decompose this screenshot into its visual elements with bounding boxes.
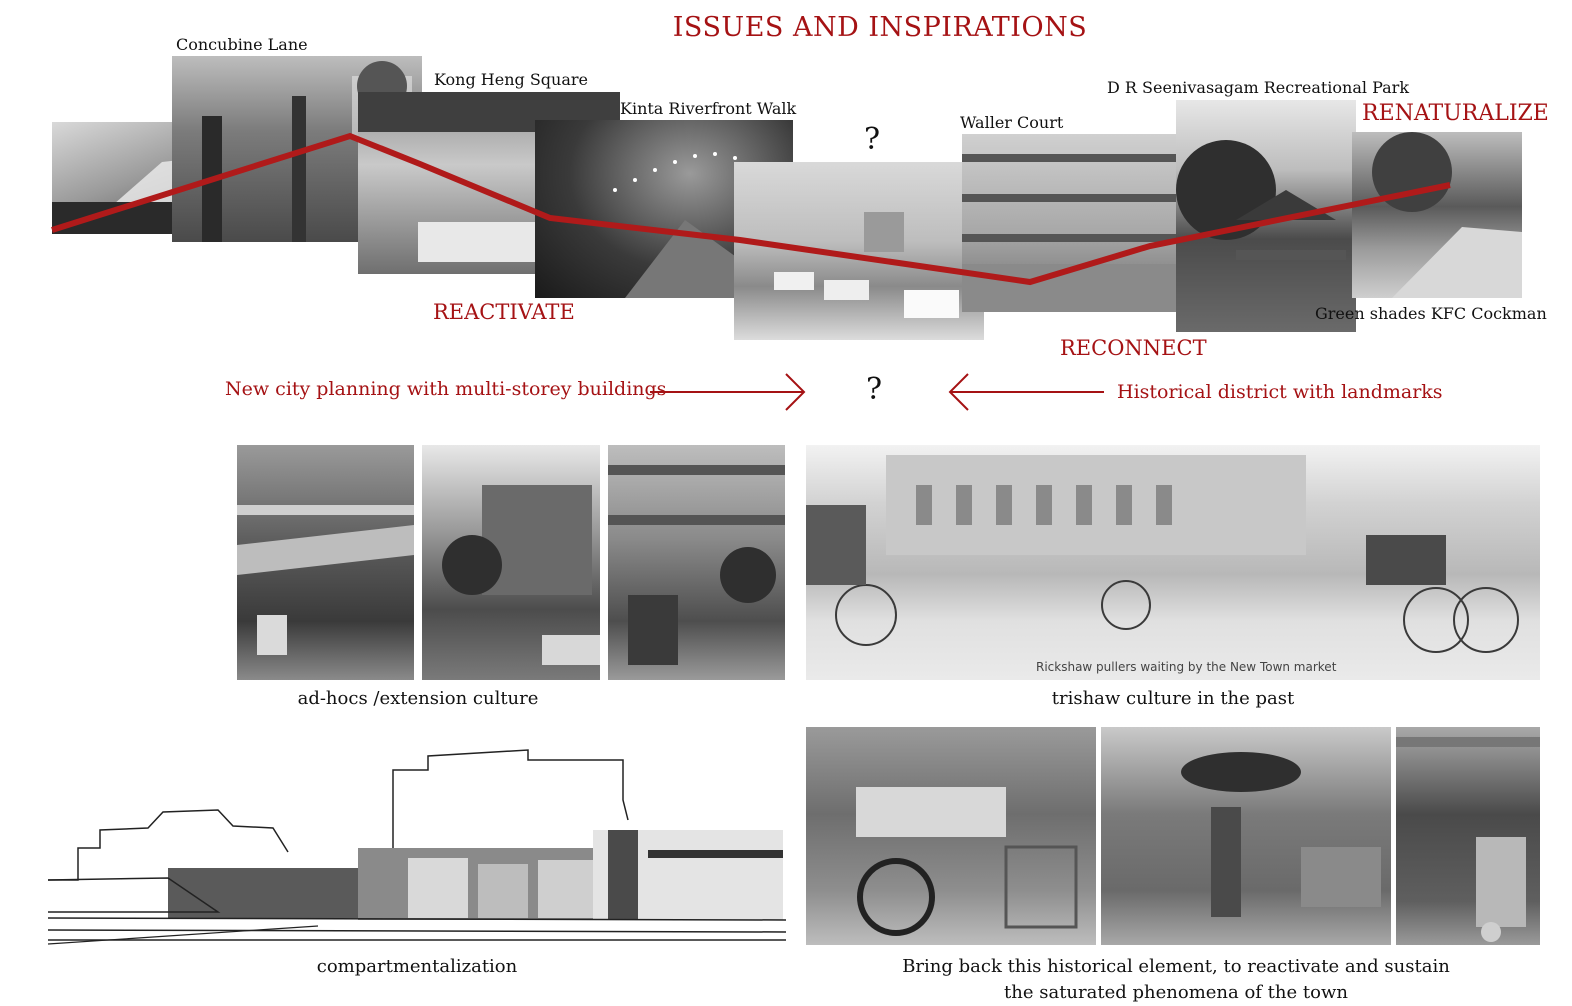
label-kinta-riverfront: Kinta Riverfront Walk: [620, 99, 797, 118]
photo-adhoc-1: [237, 445, 414, 680]
route-line: [51, 132, 1451, 286]
photo-waller-court: [962, 134, 1180, 312]
photo-adhoc-2: [422, 445, 600, 680]
label-waller-court: Waller Court: [960, 113, 1064, 132]
photo-parking: [734, 162, 984, 340]
caption-adhocs: ad-hocs /extension culture: [297, 688, 539, 709]
label-kong-heng-square: Kong Heng Square: [434, 70, 589, 89]
rickshaw-photo-caption: Rickshaw pullers waiting by the New Town…: [1036, 660, 1337, 674]
photo-trishaw: Rickshaw pullers waiting by the New Town…: [806, 445, 1540, 680]
page-title: ISSUES AND INSPIRATIONS: [672, 12, 1088, 43]
new-city-text: New city planning with multi-storey buil…: [225, 378, 667, 400]
photo-hawker: [1101, 727, 1391, 945]
caption-bring-back: Bring back this historical element, to r…: [902, 956, 1450, 1003]
theme-reactivate: REACTIVATE: [433, 300, 575, 324]
photo-market-baskets: [1396, 727, 1540, 945]
caption-compartment: compartmentalization: [316, 956, 518, 977]
question-mark-center: ?: [866, 372, 883, 407]
historical-district-text: Historical district with landmarks: [1117, 381, 1443, 403]
theme-reconnect: RECONNECT: [1060, 336, 1207, 360]
label-concubine-lane: Concubine Lane: [176, 35, 308, 54]
theme-renaturalize: RENATURALIZE: [1362, 101, 1549, 126]
label-dr-park: D R Seenivasagam Recreational Park: [1107, 78, 1410, 97]
arrow-right-icon: [650, 373, 806, 411]
photo-adhoc-3: [608, 445, 785, 680]
photo-green-shades: [1352, 132, 1522, 298]
question-mark-top: ?: [864, 122, 881, 157]
compartment-sketch: [48, 749, 786, 945]
arrow-left-icon: [948, 373, 1104, 411]
photo-dr-park: [1176, 100, 1356, 332]
photo-motorcycle-cart: [806, 727, 1096, 945]
caption-trishaw: trishaw culture in the past: [1051, 688, 1295, 709]
label-green-shades: Green shades KFC Cockman: [1315, 304, 1547, 323]
